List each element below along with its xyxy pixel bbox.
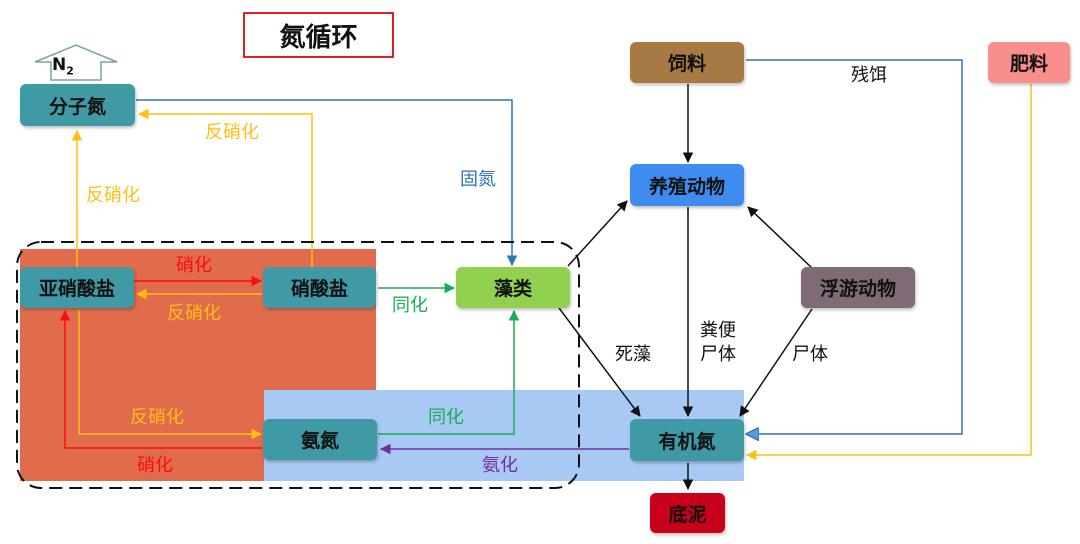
label-ammonify: 氨化 <box>482 455 518 476</box>
arrow-algae-to-farmed-animals <box>567 200 628 267</box>
label-assim-1: 同化 <box>392 295 428 316</box>
arrow-fixation-n2-to-algae <box>136 99 518 267</box>
node-organic-nitrogen: 有机氮 <box>630 419 744 461</box>
label-denitrify-low: 反硝化 <box>130 407 184 428</box>
node-nitrite: 亚硝酸盐 <box>20 267 134 308</box>
arrow-nitrify-ammonia-to-nitrite <box>59 309 262 449</box>
node-ammonia-nitrogen: 氨氮 <box>263 419 377 460</box>
label-carcass-zooplankton: 尸体 <box>792 344 828 365</box>
arrow-algae-to-organic <box>558 307 641 417</box>
node-farmed-animals: 养殖动物 <box>630 164 744 206</box>
n2-label: N2 <box>52 55 74 78</box>
arrow-denitrify-nitrate-to-n2 <box>137 108 313 267</box>
label-feces: 粪便 <box>700 320 736 341</box>
node-feed: 饲料 <box>630 42 744 83</box>
label-residual-feed: 残饵 <box>851 65 887 86</box>
arrow-zooplankton-to-organic <box>739 308 813 417</box>
arrow-assim-ammonia-to-algae <box>378 309 520 435</box>
label-denitrify-left: 反硝化 <box>86 185 140 206</box>
arrow-zooplankton-to-farmed-animals <box>747 206 813 269</box>
label-assim-2: 同化 <box>428 407 464 428</box>
arrow-feed-residue-to-organic <box>746 59 963 434</box>
node-fertilizer: 肥料 <box>988 42 1070 83</box>
node-molecular-nitrogen: 分子氮 <box>20 84 135 126</box>
n2-release-arrow <box>34 44 118 81</box>
label-fixation: 固氮 <box>460 169 496 190</box>
label-denitrify-top: 反硝化 <box>205 122 259 143</box>
label-nitrify-low: 硝化 <box>137 455 173 476</box>
node-algae: 藻类 <box>456 267 570 308</box>
label-dead-algae: 死藻 <box>615 344 651 365</box>
node-nitrate: 硝酸盐 <box>263 267 376 308</box>
label-denitrify-mid: 反硝化 <box>167 303 221 324</box>
label-nitrify-mid: 硝化 <box>176 255 212 276</box>
arrow-denitrify-nitrite-to-ammonia <box>78 310 263 440</box>
arrow-fertilizer-to-organic <box>745 84 1032 461</box>
node-sediment: 底泥 <box>650 493 725 533</box>
label-carcass-farmed: 尸体 <box>700 344 736 365</box>
diagram-title: 氮循环 <box>243 12 394 58</box>
node-zooplankton: 浮游动物 <box>801 267 915 308</box>
water-body-dashed-boundary <box>16 241 580 489</box>
